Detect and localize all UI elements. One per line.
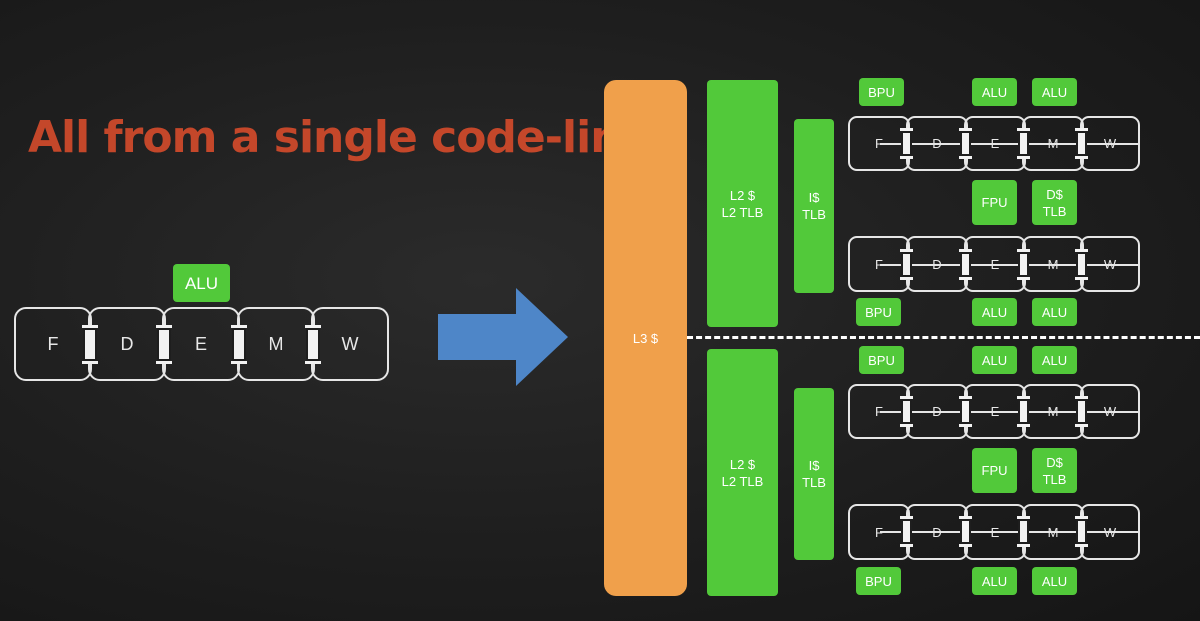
pipeline-wire: [880, 531, 1138, 533]
slide-title: All from a single code-line: [28, 112, 650, 163]
dcache-unit: D$TLB: [1032, 180, 1077, 225]
stage-writeback: W: [1080, 116, 1140, 171]
stage-writeback: W: [1080, 236, 1140, 292]
pipeline-latch: [900, 396, 913, 427]
stage-decode: D: [906, 116, 968, 171]
pipeline-latch: [900, 516, 913, 547]
pipeline-latch: [1017, 128, 1030, 159]
stage-writeback: W: [1080, 384, 1140, 439]
stage-decode: D: [906, 384, 968, 439]
pipeline-latch: [1017, 396, 1030, 427]
bpu-unit: BPU: [859, 78, 904, 106]
stage-execute: E: [964, 384, 1026, 439]
stage-execute: E: [964, 504, 1026, 560]
stage-execute: E: [162, 307, 240, 381]
pipeline-latch: [82, 325, 98, 364]
l2-cache-top: L2 $L2 TLB: [707, 80, 778, 327]
alu-unit: ALU: [1032, 567, 1077, 595]
icache-bottom: I$TLB: [794, 388, 834, 560]
pipeline-latch: [900, 249, 913, 280]
stage-memory: M: [1022, 116, 1084, 171]
pipeline-latch: [959, 396, 972, 427]
pipeline-latch: [231, 325, 247, 364]
stage-decode: D: [906, 504, 968, 560]
icache-top: I$TLB: [794, 119, 834, 293]
pipeline-latch: [1017, 249, 1030, 280]
pipeline-wire: [880, 143, 1138, 145]
alu-unit: ALU: [972, 78, 1017, 106]
pipeline-latch: [959, 249, 972, 280]
stage-fetch: F: [14, 307, 92, 381]
bpu-unit: BPU: [856, 298, 901, 326]
stage-decode: D: [88, 307, 166, 381]
stage-execute: E: [964, 236, 1026, 292]
l2-cache-bottom: L2 $L2 TLB: [707, 349, 778, 596]
alu-unit: ALU: [1032, 298, 1077, 326]
pipeline-latch: [959, 128, 972, 159]
stage-memory: M: [1022, 504, 1084, 560]
pipeline-latch: [1075, 128, 1088, 159]
pipeline-latch: [305, 325, 321, 364]
alu-unit: ALU: [972, 346, 1017, 374]
pipeline-latch: [1017, 516, 1030, 547]
pipeline-latch: [1075, 516, 1088, 547]
pipeline-latch: [900, 128, 913, 159]
stage-writeback: W: [1080, 504, 1140, 560]
stage-memory: M: [1022, 384, 1084, 439]
stage-memory: M: [237, 307, 315, 381]
alu-unit: ALU: [972, 567, 1017, 595]
bpu-unit: BPU: [856, 567, 901, 595]
stage-memory: M: [1022, 236, 1084, 292]
alu-unit: ALU: [972, 298, 1017, 326]
fpu-unit: FPU: [972, 448, 1017, 493]
alu-unit: ALU: [1032, 78, 1077, 106]
alu-unit: ALU: [1032, 346, 1077, 374]
fpu-unit: FPU: [972, 180, 1017, 225]
core-divider-line: [687, 336, 1200, 339]
alu-unit: ALU: [173, 264, 230, 302]
right-arrow-icon: [438, 288, 568, 386]
pipeline-latch: [1075, 396, 1088, 427]
l3-cache: L3 $: [604, 80, 687, 596]
pipeline-latch: [959, 516, 972, 547]
bpu-unit: BPU: [859, 346, 904, 374]
pipeline-wire: [880, 264, 1138, 266]
stage-execute: E: [964, 116, 1026, 171]
stage-decode: D: [906, 236, 968, 292]
dcache-unit: D$TLB: [1032, 448, 1077, 493]
stage-writeback: W: [311, 307, 389, 381]
pipeline-latch: [1075, 249, 1088, 280]
pipeline-wire: [880, 411, 1138, 413]
pipeline-latch: [156, 325, 172, 364]
